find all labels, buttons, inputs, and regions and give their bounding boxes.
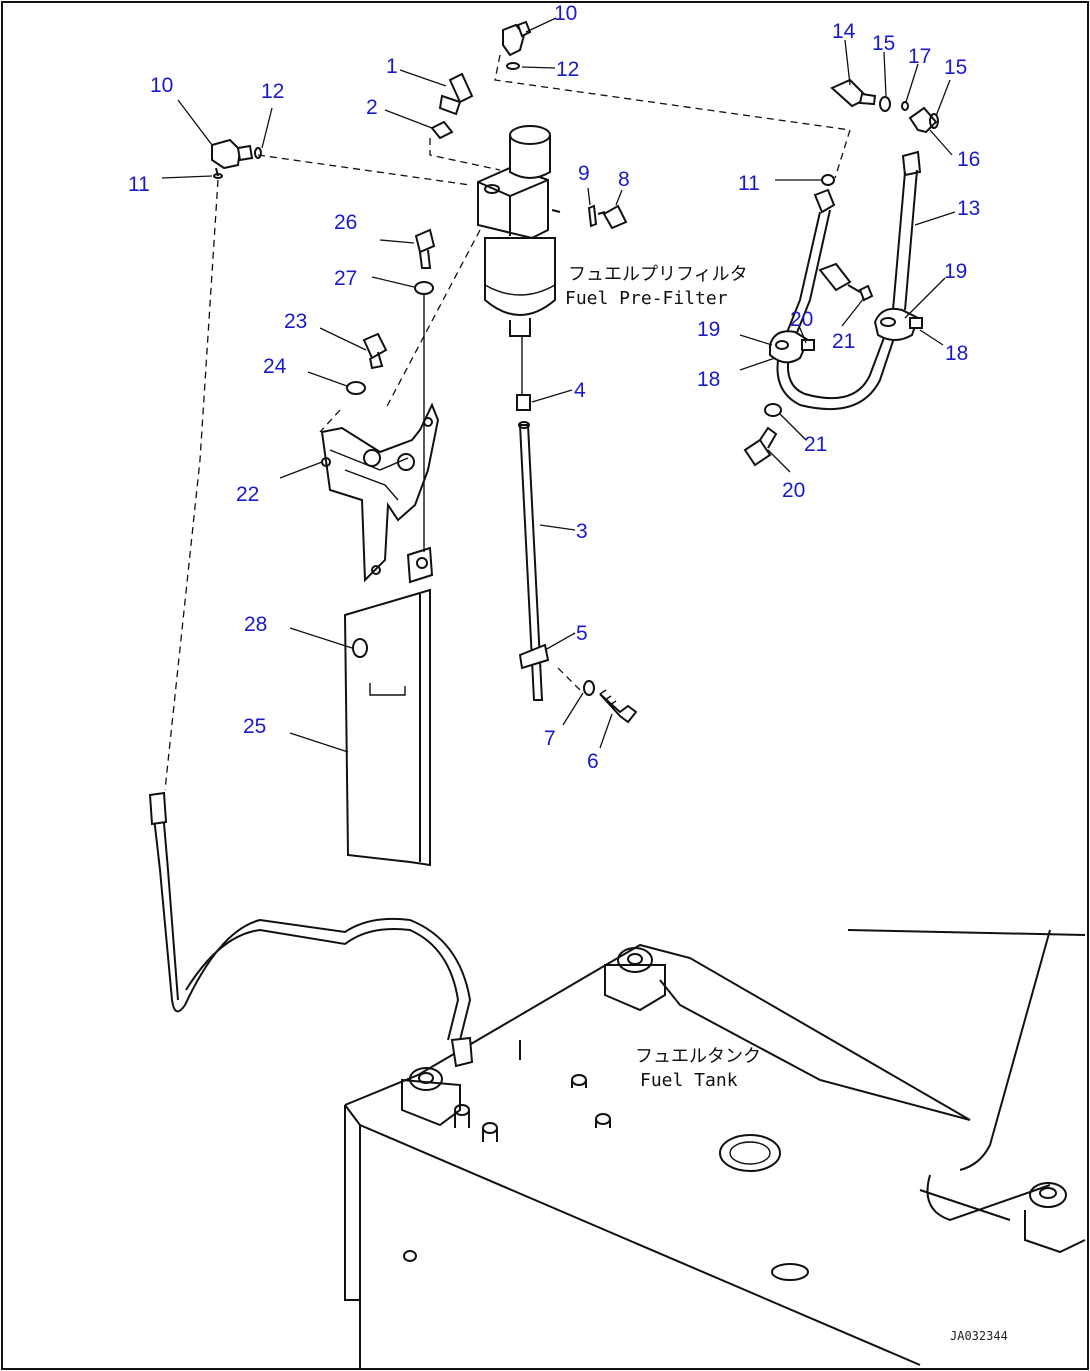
- callout-25: 25: [243, 715, 266, 738]
- callout-26: 26: [334, 211, 357, 234]
- callout-17: 17: [908, 45, 931, 68]
- callout-27: 27: [334, 267, 357, 290]
- return-hose: [148, 791, 474, 1068]
- callout-11-right: 11: [738, 172, 760, 195]
- callout-20-upper: 20: [790, 308, 813, 331]
- callout-1: 1: [386, 55, 398, 78]
- right-assembly: [743, 78, 939, 467]
- callout-10-left: 10: [150, 74, 173, 97]
- fuel-tank: [344, 929, 1086, 1370]
- bolt-26: [414, 228, 436, 552]
- left-elbow: [211, 138, 262, 179]
- prefilter-label-en: Fuel Pre-Filter: [565, 288, 728, 309]
- fitting-1: [430, 72, 474, 140]
- callout-19-right: 19: [944, 260, 967, 283]
- callout-24: 24: [263, 355, 287, 378]
- callout-5: 5: [576, 622, 588, 645]
- tank-label-en: Fuel Tank: [640, 1070, 738, 1091]
- callout-20-lower: 20: [782, 479, 805, 502]
- callout-14: 14: [832, 20, 856, 43]
- top-elbow: [502, 20, 532, 70]
- callout-22: 22: [236, 483, 259, 506]
- callout-7: 7: [544, 727, 556, 750]
- callout-23: 23: [284, 310, 307, 333]
- bolt-23: [346, 332, 388, 395]
- callout-19-left: 19: [697, 318, 720, 341]
- callout-6: 6: [587, 750, 599, 773]
- fuel-pre-filter: [477, 125, 556, 411]
- callout-2: 2: [366, 96, 378, 119]
- fitting-8: [551, 204, 628, 230]
- callout-4: 4: [574, 379, 586, 402]
- callout-8: 8: [618, 168, 630, 191]
- drain-hose: [518, 421, 638, 724]
- callout-12-top: 12: [556, 58, 579, 81]
- callout-16: 16: [957, 148, 980, 171]
- callout-21-upper: 21: [832, 330, 855, 353]
- callout-28: 28: [244, 613, 267, 636]
- callout-10-top: 10: [554, 2, 577, 25]
- callout-12-left: 12: [261, 80, 284, 103]
- callout-15-left: 15: [872, 32, 895, 55]
- tank-label-jp: フュエルタンク: [635, 1046, 761, 1067]
- callout-18-right: 18: [945, 342, 968, 365]
- callout-18-left: 18: [697, 368, 720, 391]
- callout-13: 13: [957, 197, 980, 220]
- mount-bracket: [320, 402, 440, 583]
- routing-lines: [164, 54, 851, 791]
- callout-9: 9: [578, 162, 590, 185]
- callout-11-left: 11: [128, 173, 150, 196]
- callout-3: 3: [576, 520, 588, 543]
- shield-plate: [343, 546, 434, 867]
- callout-leaders: [161, 17, 956, 753]
- callout-15-right: 15: [944, 56, 967, 79]
- callout-21-lower: 21: [804, 433, 827, 456]
- prefilter-label-jp: フュエルプリフィルタ: [568, 264, 748, 285]
- drawing-code: JA032344: [950, 1329, 1008, 1343]
